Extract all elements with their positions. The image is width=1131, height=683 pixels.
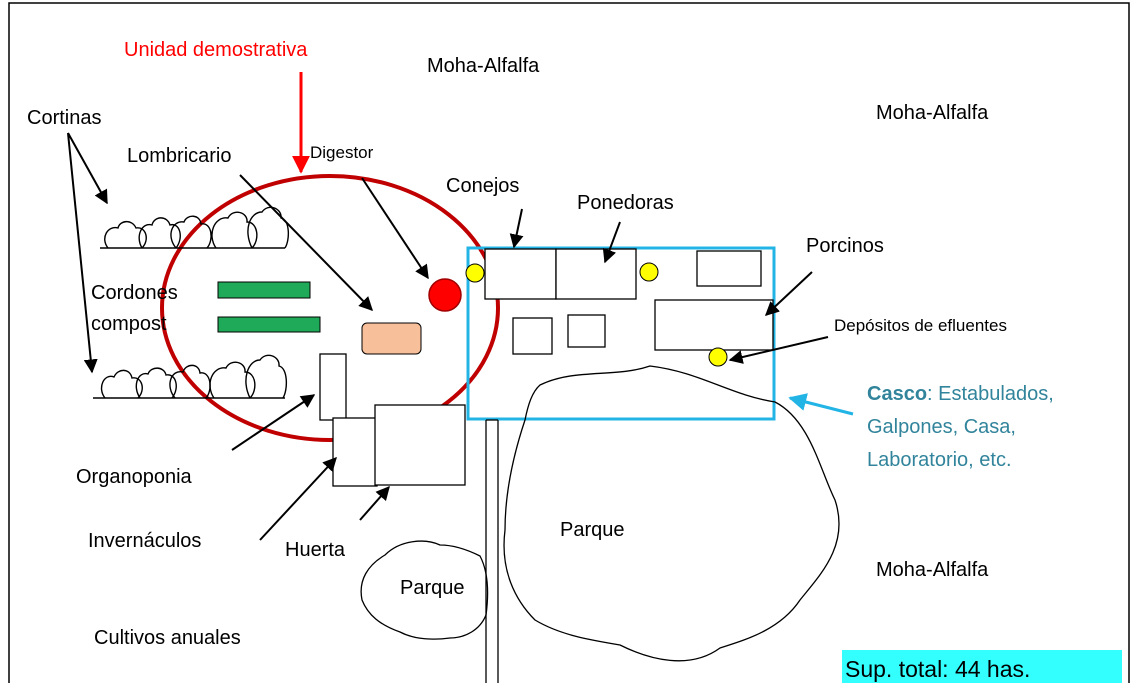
porcinos-label: Porcinos — [806, 235, 884, 257]
invernaculos-box — [332, 417, 378, 487]
cordones-label: Cordones — [91, 282, 178, 304]
conejos-arrow — [509, 208, 524, 249]
lombricario-label: Lombricario — [127, 145, 231, 167]
effluent-deposit — [465, 263, 485, 283]
total-surface-highlight — [842, 650, 1122, 683]
cortinas-arrow — [67, 132, 108, 205]
moha-alfalfa-label: Moha-Alfalfa — [876, 559, 989, 581]
moha-alfalfa-label: Moha-Alfalfa — [876, 102, 989, 124]
huerta-label: Huerta — [285, 539, 346, 561]
ponedoras-building — [555, 248, 637, 300]
organoponia-box — [319, 353, 347, 421]
effluent-deposit — [708, 347, 728, 367]
map-frame — [8, 2, 1130, 683]
depositos-arrow — [728, 336, 829, 364]
ponedoras-arrow — [602, 221, 621, 264]
conejos-label: Conejos — [446, 175, 519, 197]
cortinas-label: Cortinas — [27, 107, 101, 129]
casco-area — [466, 246, 776, 421]
invernaculos-label: Invernáculos — [88, 530, 201, 552]
lombricario-box — [361, 322, 422, 355]
casco-line-1: : Estabulados, — [927, 383, 1054, 405]
park-small-outline — [360, 540, 489, 640]
cultivos-anuales-label: Cultivos anuales — [94, 627, 241, 649]
tree-curtain-bottom — [93, 354, 288, 399]
organoponia-label: Organoponia — [76, 466, 193, 488]
compost-bar — [217, 316, 321, 333]
digestor-label: Digestor — [310, 143, 374, 162]
unidad-demostrativa-label: Unidad demostrativa — [124, 39, 308, 61]
parque-label: Parque — [400, 577, 465, 599]
porcinos-building — [654, 299, 774, 351]
invernaculos-arrow — [259, 456, 337, 541]
ponedoras-label: Ponedoras — [577, 192, 674, 214]
organoponia-arrow — [231, 394, 316, 451]
effluent-deposit — [639, 262, 659, 282]
casco-line-2: Galpones, Casa, — [867, 416, 1016, 438]
park-large-outline — [503, 365, 840, 662]
compost-label: compost — [91, 313, 167, 335]
tree-curtain-top — [100, 206, 290, 249]
moha-alfalfa-label: Moha-Alfalfa — [427, 55, 540, 77]
casco-building — [512, 317, 553, 355]
casco-line-3: Laboratorio, etc. — [867, 449, 1012, 471]
cortinas-arrow — [67, 132, 98, 374]
total-surface-label: Sup. total: 44 has. — [845, 656, 1030, 682]
casco-title: Casco — [867, 383, 927, 405]
casco-building — [567, 314, 606, 348]
casco-building — [696, 250, 762, 287]
huerta-box — [374, 404, 466, 486]
conejos-building — [484, 248, 557, 300]
digestor-arrow — [361, 177, 429, 280]
casco-description: Casco: Estabulados, — [867, 383, 1054, 405]
parque-label: Parque — [560, 519, 625, 541]
digestor-circle — [428, 278, 462, 312]
huerta-arrow — [359, 485, 390, 521]
depositos-efluentes-label: Depósitos de efluentes — [834, 316, 1007, 335]
porcinos-arrow — [764, 271, 813, 316]
casco-arrow — [788, 393, 854, 416]
demo-unit-ring — [160, 174, 500, 442]
lombricario-arrow — [239, 174, 373, 312]
compost-bar — [217, 281, 311, 299]
